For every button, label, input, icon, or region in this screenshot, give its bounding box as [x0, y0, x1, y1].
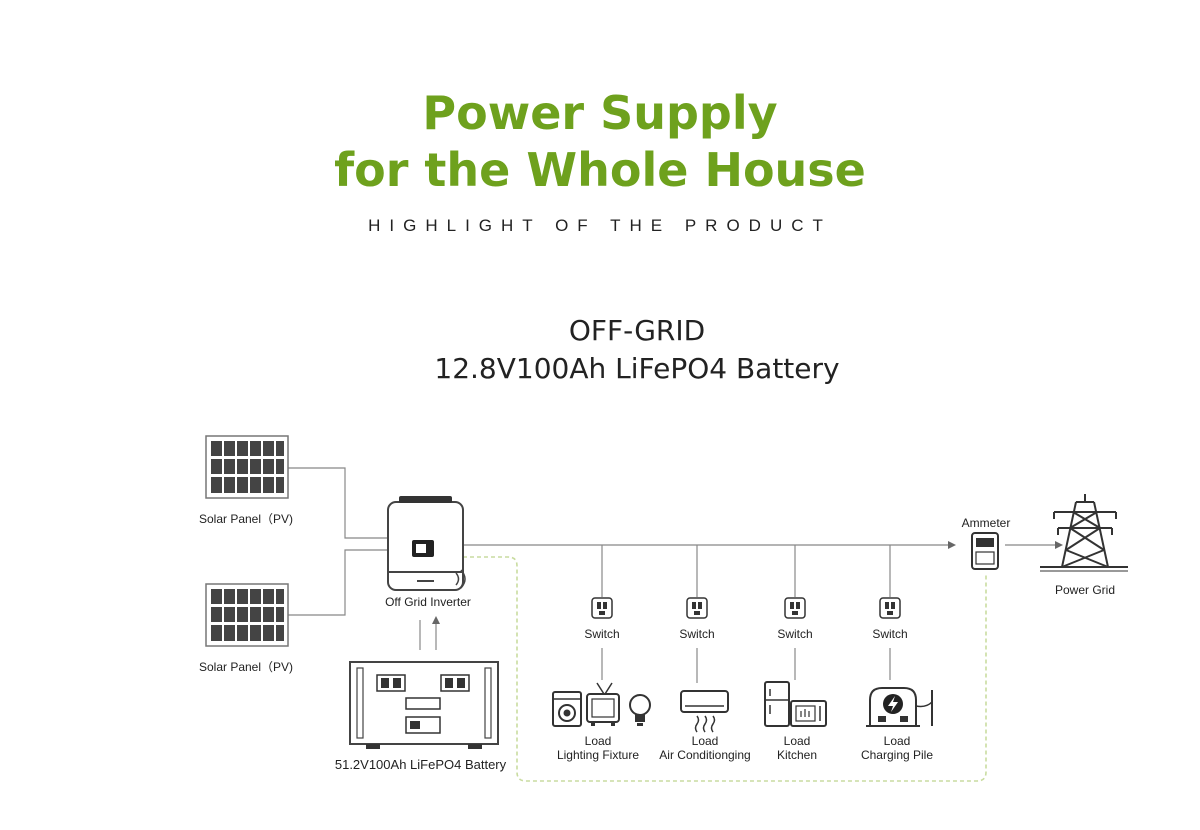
air-conditioner-icon [680, 690, 729, 733]
load-label: Load Kitchen [757, 734, 837, 762]
load-line2: Kitchen [776, 748, 818, 762]
inverter-label: Off Grid Inverter [385, 595, 471, 609]
load-line1: Load [883, 734, 911, 748]
mode-heading: OFF-GRID [568, 314, 706, 347]
switch-label: Switch [679, 627, 715, 641]
load-label: Load Lighting Fixture [548, 734, 648, 762]
ammeter-icon [971, 532, 999, 570]
battery-label: 51.2V100Ah LiFePO4 Battery [334, 757, 507, 772]
battery-heading: 12.8V100Ah LiFePO4 Battery [434, 352, 840, 385]
solar-panel-2-label: Solar Panel（PV) [198, 660, 294, 674]
switch-icon [686, 597, 708, 619]
load-label: Load Air Conditionging [652, 734, 758, 762]
load-label: Load Charging Pile [852, 734, 942, 762]
washing-machine-icon [552, 691, 582, 727]
switch-label: Switch [777, 627, 813, 641]
inverter-icon [387, 496, 466, 591]
refrigerator-icon [764, 681, 790, 727]
load-line2: Lighting Fixture [556, 748, 640, 762]
solar-panel-icon [205, 435, 289, 499]
page-title-line2: for the Whole House [334, 143, 866, 197]
ev-charger-icon [866, 687, 933, 727]
television-icon [586, 682, 620, 726]
switch-icon [784, 597, 806, 619]
solar-panel-icon [205, 583, 289, 647]
wiring [288, 467, 1058, 683]
switch-label: Switch [584, 627, 620, 641]
load-line2: Air Conditionging [659, 748, 751, 762]
arrow-heads [432, 541, 1063, 624]
dashed-path [463, 556, 987, 782]
battery-rack-icon [349, 661, 499, 749]
page-title-line1: Power Supply [422, 86, 778, 140]
switch-label: Switch [872, 627, 908, 641]
power-grid-label: Power Grid [1054, 583, 1116, 597]
light-bulb-icon [629, 694, 651, 726]
switch-icon [591, 597, 613, 619]
load-line1: Load [584, 734, 612, 748]
load-line1: Load [783, 734, 811, 748]
microwave-icon [790, 700, 827, 727]
load-line2: Charging Pile [860, 748, 934, 762]
subtitle: HIGHLIGHT OF THE PRODUCT [368, 216, 832, 235]
ammeter-label: Ammeter [961, 516, 1011, 530]
switch-icon [879, 597, 901, 619]
load-line1: Load [691, 734, 719, 748]
power-tower-icon [1040, 494, 1128, 572]
solar-panel-1-label: Solar Panel（PV) [198, 512, 294, 526]
